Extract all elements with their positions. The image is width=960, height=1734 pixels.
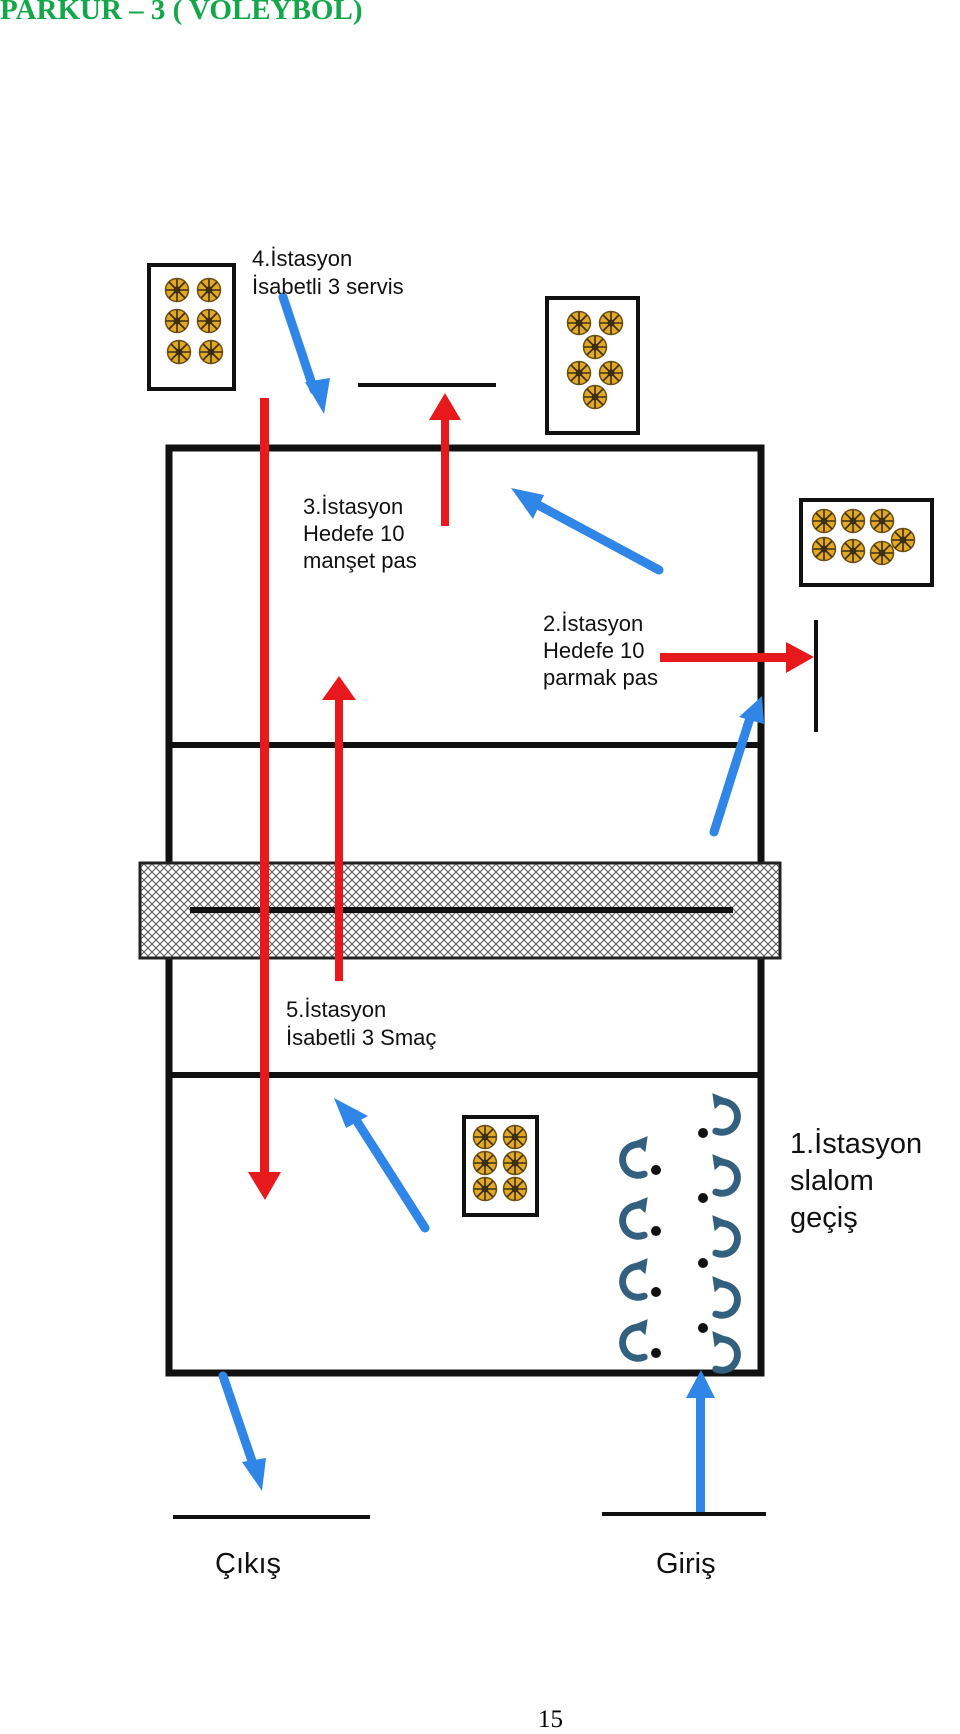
station-3-label: 3.İstasyon Hedefe 10 manşet pas: [303, 494, 417, 573]
red-arrow-exit-path: [248, 398, 281, 1200]
blue-arrow-to-station2: [709, 696, 764, 837]
blue-arrow-to-station3: [511, 488, 664, 575]
station-4-label: 4.İstasyon İsabetli 3 servis: [252, 246, 404, 299]
blue-arrow-entry: [686, 1370, 715, 1512]
page-number: 15: [538, 1706, 563, 1733]
ball-box-bottom: [462, 1115, 539, 1217]
blue-arrow-to-station4: [278, 292, 330, 414]
red-arrow-station2: [660, 642, 814, 673]
station-2-label: 2.İstasyon Hedefe 10 parmak pas: [543, 611, 658, 690]
exit-label: Çıkış: [215, 1548, 281, 1580]
ball-box-top-middle: [545, 296, 640, 435]
court: [138, 444, 782, 1377]
red-arrow-station5: [322, 676, 356, 981]
red-arrows: [248, 393, 814, 1200]
ball-box-top-left: [147, 263, 236, 391]
station-1-label: 1.İstasyon slalom geçiş: [790, 1127, 930, 1234]
blue-arrow-exit: [218, 1371, 266, 1491]
red-arrow-station3: [429, 393, 461, 526]
blue-arrows: [218, 292, 764, 1512]
blue-arrow-to-station5: [334, 1098, 430, 1233]
entry-label: Giriş: [656, 1548, 716, 1580]
ball-box-right: [799, 498, 934, 587]
slalom-course: [623, 1093, 738, 1370]
station-5-label: 5.İstasyon İsabetli 3 Smaç: [286, 997, 436, 1050]
page-title: PARKUR – 3 ( VOLEYBOL): [0, 0, 363, 26]
